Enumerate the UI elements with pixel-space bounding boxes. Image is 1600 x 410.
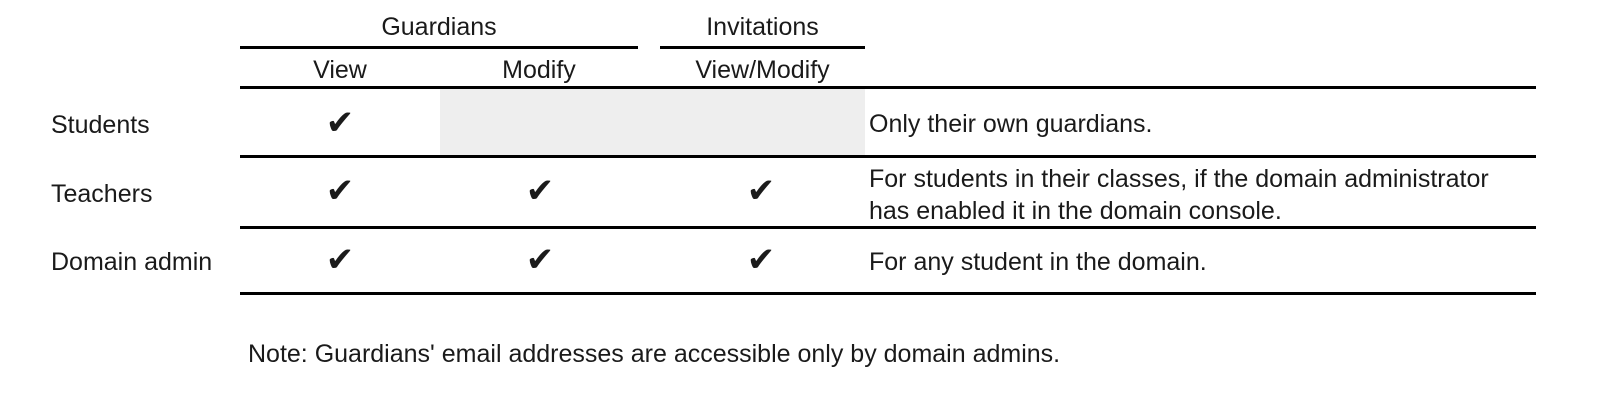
cell-teachers-description-line-1: For students in their classes, if the do…	[869, 165, 1489, 193]
students-row-shaded-cells	[440, 89, 865, 155]
cell-students-description: Only their own guardians.	[869, 108, 1519, 140]
cell-students-description-line-1: Only their own guardians.	[869, 110, 1153, 138]
cell-domain-admin-description-line-1: For any student in the domain.	[869, 248, 1207, 276]
column-header-view: View	[313, 56, 367, 84]
table-rule-header-bottom	[240, 86, 1536, 89]
cell-domain-admin-guardians-view-check: ✔	[325, 240, 355, 280]
column-group-invitations-label: Invitations	[706, 13, 819, 41]
table-rule-table-bottom	[240, 292, 1536, 295]
column-header-view-modify: View/Modify	[695, 56, 830, 84]
column-header-row: View Modify View/Modify	[0, 55, 1600, 87]
column-group-guardians-rule	[240, 46, 638, 49]
column-group-invitations-rule	[660, 46, 865, 49]
cell-students-guardians-view-check: ✔	[325, 103, 355, 143]
row-label-domain-admin: Domain admin	[51, 248, 213, 276]
cell-domain-admin-description: For any student in the domain.	[869, 246, 1519, 278]
cell-domain-admin-invitations-view-modify-check: ✔	[746, 240, 776, 280]
cell-domain-admin-guardians-modify-check: ✔	[525, 240, 555, 280]
cell-teachers-description: For students in their classes, if the do…	[869, 163, 1519, 227]
table-rule-students-bottom	[240, 155, 1536, 158]
column-group-guardians-label: Guardians	[381, 13, 497, 41]
table-rule-teachers-bottom	[240, 226, 1536, 229]
column-group-header-row: Guardians Invitations	[0, 12, 1600, 48]
cell-teachers-guardians-modify-check: ✔	[525, 171, 555, 211]
table-note: Note: Guardians' email addresses are acc…	[248, 340, 1061, 368]
row-label-teachers: Teachers	[51, 180, 153, 208]
column-header-modify: Modify	[502, 56, 576, 84]
cell-teachers-guardians-view-check: ✔	[325, 171, 355, 211]
cell-teachers-invitations-view-modify-check: ✔	[746, 171, 776, 211]
row-label-students: Students	[51, 111, 150, 139]
cell-teachers-description-line-2: has enabled it in the domain console.	[869, 197, 1282, 225]
